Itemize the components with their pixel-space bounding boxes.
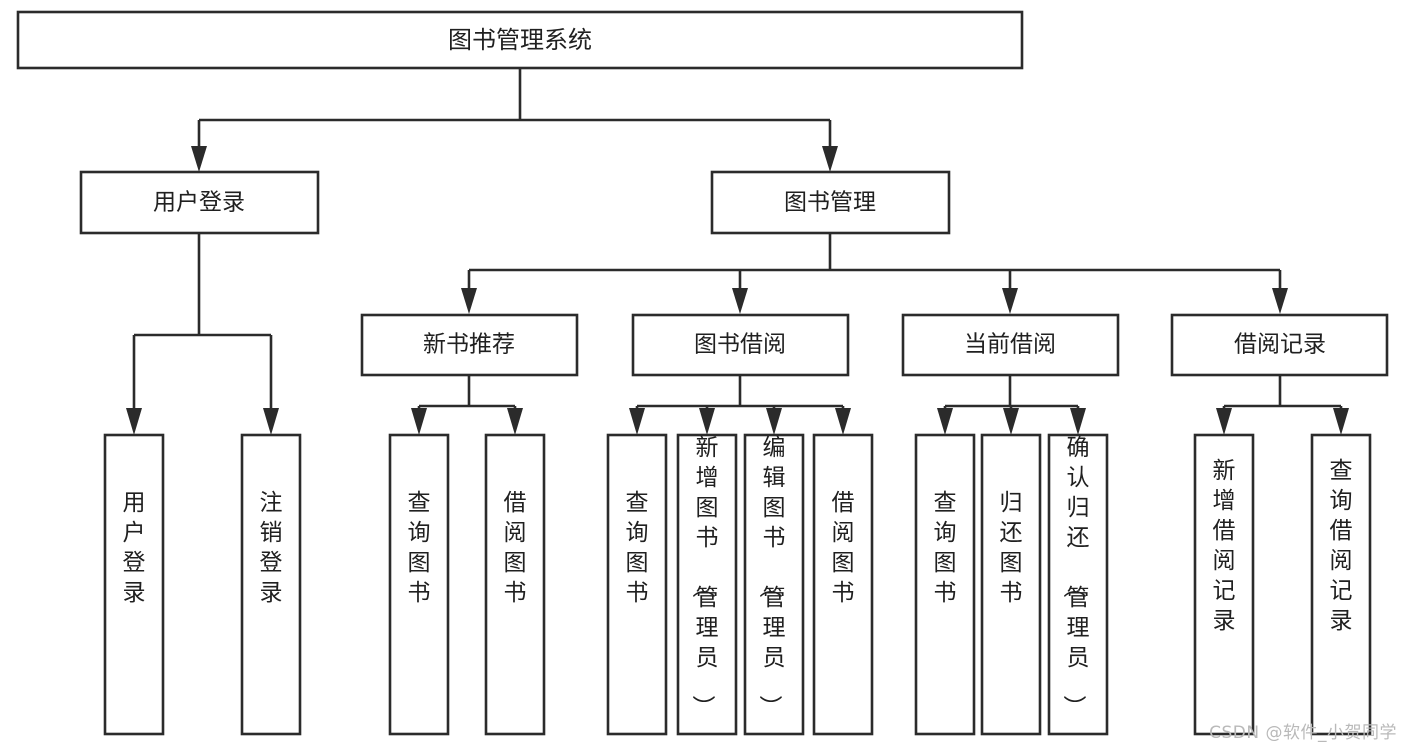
arrow-head-cb-leaf-1 — [937, 408, 953, 435]
leaf-user-login-box[interactable] — [103, 433, 165, 736]
node-book-borrow-box[interactable] — [631, 313, 850, 377]
node-borrow-record-box[interactable] — [1170, 313, 1389, 377]
node-current-borrow-label: 当前借阅 — [964, 332, 1056, 358]
node-root[interactable]: 图书管理系统 — [16, 10, 1024, 70]
leaf-bb-query-book-label: 查询图书 — [626, 490, 649, 606]
arrow-head-nbr-leaf-1 — [411, 408, 427, 435]
leaf-nbr-query-book-label: 查询图书 — [408, 490, 431, 606]
node-new-book-recommend-label: 新书推荐 — [423, 332, 515, 358]
connectors-borrow-record — [1216, 375, 1349, 435]
arrow-head-br-leaf-2 — [1333, 408, 1349, 435]
leaf-node[interactable]: 借阅图书 — [812, 433, 874, 736]
leaf-node[interactable]: 查询图书 — [388, 433, 450, 736]
leaf-cb-return-book-box[interactable] — [980, 433, 1042, 736]
leaf-br-query-record-label: 查询借阅记录 — [1330, 458, 1353, 634]
node-book-mgmt-label: 图书管理 — [784, 190, 876, 216]
arrow-head-br-leaf-1 — [1216, 408, 1232, 435]
arrow-head-cb-leaf-3 — [1070, 408, 1086, 435]
leaf-bb-add-book-box[interactable] — [676, 433, 738, 736]
arrow-head-user-login-leaf-2 — [263, 408, 279, 435]
leaf-node[interactable]: 查询图书 — [606, 433, 668, 736]
node-borrow-record-label: 借阅记录 — [1234, 332, 1326, 358]
leaf-node[interactable]: 新增图书（管理员） — [676, 433, 738, 736]
leaf-node[interactable]: 确认归还（管理员） — [1047, 433, 1109, 736]
arrow-head-current-borrow — [1002, 288, 1018, 314]
leaf-group-current-borrow: 查询图书 归还图书 确认归还（管理员） — [914, 433, 1109, 736]
connectors-root — [191, 68, 838, 172]
node-user-login-box[interactable] — [79, 170, 320, 235]
connectors-current-borrow — [937, 375, 1086, 435]
leaf-cb-confirm-return-label: 确认归还（管理员） — [1061, 435, 1090, 718]
leaf-user-login-label: 用户登录 — [123, 490, 146, 606]
arrow-head-user-login — [191, 146, 207, 172]
leaf-bb-add-book-label: 新增图书（管理员） — [690, 435, 719, 718]
arrow-head-borrow-record — [1272, 288, 1288, 314]
leaf-nbr-borrow-book-label: 借阅图书 — [504, 490, 527, 606]
leaf-group-borrow-record: 新增借阅记录 查询借阅记录 — [1193, 433, 1372, 736]
node-current-borrow[interactable]: 当前借阅 — [901, 313, 1120, 377]
leaf-bb-edit-book-box[interactable] — [743, 433, 805, 736]
leaf-logout-box[interactable] — [240, 433, 302, 736]
leaf-cb-query-book-box[interactable] — [914, 433, 976, 736]
leaf-node[interactable]: 查询图书 — [914, 433, 976, 736]
connectors-user-login — [126, 233, 279, 435]
arrow-head-bb-leaf-3 — [766, 408, 782, 435]
node-root-label: 图书管理系统 — [448, 26, 592, 54]
leaf-group-book-borrow: 查询图书 新增图书（管理员） 编辑图书（管理员） 借阅图书 — [606, 433, 874, 736]
connectors-new-book-recommend — [411, 375, 523, 435]
node-book-mgmt[interactable]: 图书管理 — [710, 170, 951, 235]
leaf-nbr-borrow-book-box[interactable] — [484, 433, 546, 736]
leaf-bb-edit-book-label: 编辑图书（管理员） — [757, 435, 786, 718]
node-book-borrow-label: 图书借阅 — [694, 332, 786, 358]
arrow-head-user-login-leaf-1 — [126, 408, 142, 435]
leaf-bb-borrow-book-box[interactable] — [812, 433, 874, 736]
leaf-cb-return-book-label: 归还图书 — [1000, 490, 1023, 606]
node-book-mgmt-box[interactable] — [710, 170, 951, 235]
arrow-head-nbr-leaf-2 — [507, 408, 523, 435]
leaf-br-add-record-label: 新增借阅记录 — [1213, 458, 1236, 634]
leaf-node[interactable]: 用户登录 — [103, 433, 165, 736]
leaf-cb-confirm-return-box[interactable] — [1047, 433, 1109, 736]
leaf-br-add-record-box[interactable] — [1193, 433, 1255, 736]
leaf-bb-borrow-book-label: 借阅图书 — [832, 490, 855, 606]
arrow-head-book-mgmt — [822, 146, 838, 172]
leaf-nbr-query-book-box[interactable] — [388, 433, 450, 736]
arrow-head-book-borrow — [732, 288, 748, 314]
arrow-head-cb-leaf-2 — [1003, 408, 1019, 435]
arrow-head-bb-leaf-2 — [699, 408, 715, 435]
node-book-borrow[interactable]: 图书借阅 — [631, 313, 850, 377]
leaf-node[interactable]: 借阅图书 — [484, 433, 546, 736]
node-user-login[interactable]: 用户登录 — [79, 170, 320, 235]
arrow-head-new-book-recommend — [461, 288, 477, 314]
leaf-node[interactable]: 归还图书 — [980, 433, 1042, 736]
connectors-book-mgmt — [461, 233, 1288, 314]
arrow-head-bb-leaf-1 — [629, 408, 645, 435]
node-root-box[interactable] — [16, 10, 1024, 70]
leaf-group-user-login: 用户登录 注销登录 — [103, 433, 302, 736]
node-new-book-recommend-box[interactable] — [360, 313, 579, 377]
leaf-group-new-book-recommend: 查询图书 借阅图书 — [388, 433, 546, 736]
connectors-book-borrow — [629, 375, 851, 435]
node-current-borrow-box[interactable] — [901, 313, 1120, 377]
node-user-login-label: 用户登录 — [153, 190, 245, 216]
node-borrow-record[interactable]: 借阅记录 — [1170, 313, 1389, 377]
arrow-head-bb-leaf-4 — [835, 408, 851, 435]
leaf-cb-query-book-label: 查询图书 — [934, 490, 957, 606]
leaf-node[interactable]: 新增借阅记录 — [1193, 433, 1255, 736]
leaf-br-query-record-box[interactable] — [1310, 433, 1372, 736]
leaf-logout-label: 注销登录 — [260, 490, 283, 606]
leaf-node[interactable]: 注销登录 — [240, 433, 302, 736]
node-new-book-recommend[interactable]: 新书推荐 — [360, 313, 579, 377]
leaf-bb-query-book-box[interactable] — [606, 433, 668, 736]
leaf-node[interactable]: 编辑图书（管理员） — [743, 433, 805, 736]
leaf-node[interactable]: 查询借阅记录 — [1310, 433, 1372, 736]
